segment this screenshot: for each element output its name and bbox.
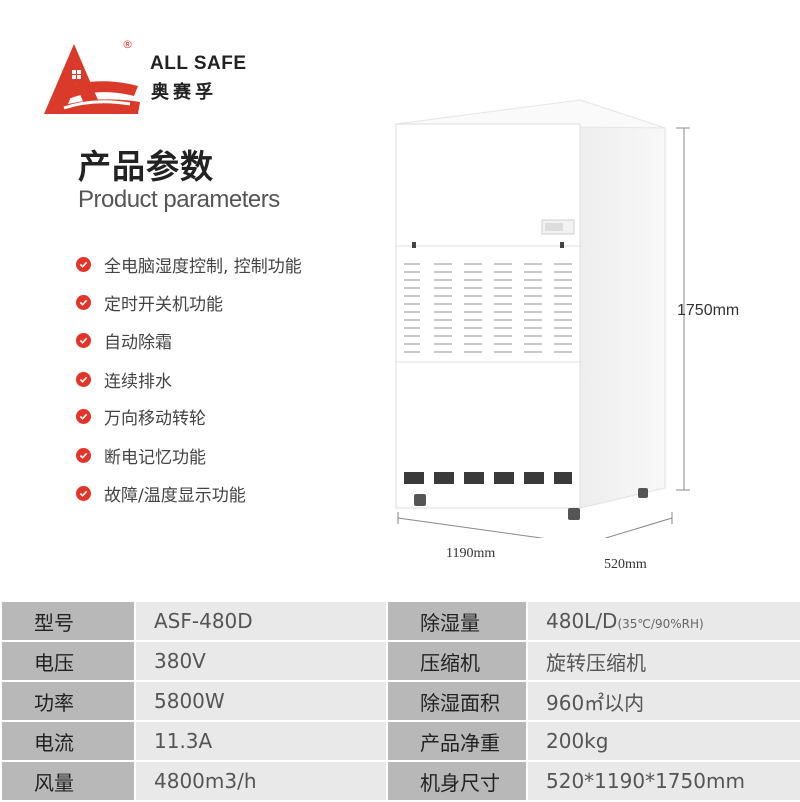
spec-value-note: (35℃/90%RH) <box>617 617 704 631</box>
spec-value-text: 480L/D <box>546 609 618 633</box>
spec-label: 除湿面积 <box>386 680 528 722</box>
spec-label: 风量 <box>0 760 136 802</box>
check-icon <box>76 256 91 272</box>
spec-value-text: 5800W <box>154 689 225 713</box>
spec-value-text: 380V <box>154 649 206 673</box>
feature-item: 万向移动转轮 <box>76 404 206 429</box>
table-row: 电流 11.3A 产品净重 200kg <box>0 720 800 762</box>
spec-value-text: 旋转压缩机 <box>546 650 646 675</box>
spec-label: 功率 <box>0 680 136 722</box>
feature-label: 故障/温度显示功能 <box>104 485 246 506</box>
feature-label: 全电脑湿度控制, 控制功能 <box>104 256 302 277</box>
spec-value-text: 200kg <box>546 729 609 753</box>
check-icon <box>76 294 91 310</box>
page-title-en: Product parameters <box>78 186 280 213</box>
spec-value-text: 4800m3/h <box>154 769 257 793</box>
brand-name-en: ALL SAFE <box>150 53 247 74</box>
feature-item: 定时开关机功能 <box>76 290 223 315</box>
spec-label: 电流 <box>0 720 136 762</box>
check-icon <box>76 485 91 501</box>
feature-label: 自动除霜 <box>104 332 172 353</box>
spec-value-text: 960㎡以内 <box>546 690 645 715</box>
check-icon <box>76 408 91 424</box>
spec-value: 旋转压缩机 <box>526 640 800 682</box>
spec-value: 5800W <box>134 680 388 722</box>
feature-item: 全电脑湿度控制, 控制功能 <box>76 252 302 277</box>
table-row: 风量 4800m3/h 机身尺寸 520*1190*1750mm <box>0 760 800 802</box>
feature-item: 自动除霜 <box>76 328 172 353</box>
brand-name-cn: 奥赛孚 <box>151 82 217 103</box>
dimension-depth-label: 520mm <box>604 557 647 572</box>
spec-value: 11.3A <box>134 720 388 762</box>
spec-value: 200kg <box>526 720 800 762</box>
spec-value: 380V <box>134 640 388 682</box>
spec-label: 产品净重 <box>386 720 528 762</box>
table-row: 功率 5800W 除湿面积 960㎡以内 <box>0 680 800 722</box>
spec-value: ASF-480D <box>134 600 388 642</box>
spec-value-text: ASF-480D <box>154 609 253 633</box>
spec-label: 除湿量 <box>386 600 528 642</box>
spec-label: 型号 <box>0 600 136 642</box>
feature-item: 连续排水 <box>76 367 172 392</box>
spec-label: 电压 <box>0 640 136 682</box>
check-icon <box>76 371 91 387</box>
spec-table: 型号 ASF-480D 除湿量 480L/D(35℃/90%RH) 电压 380… <box>0 600 800 802</box>
spec-value-text: 520*1190*1750mm <box>546 769 745 793</box>
feature-label: 万向移动转轮 <box>104 408 206 429</box>
spec-value: 520*1190*1750mm <box>526 760 800 802</box>
feature-item: 故障/温度显示功能 <box>76 481 246 506</box>
registered-mark: ® <box>122 38 133 51</box>
table-row: 型号 ASF-480D 除湿量 480L/D(35℃/90%RH) <box>0 600 800 642</box>
check-icon <box>76 332 91 348</box>
feature-label: 断电记忆功能 <box>104 447 206 468</box>
table-row: 电压 380V 压缩机 旋转压缩机 <box>0 640 800 682</box>
spec-value: 960㎡以内 <box>526 680 800 722</box>
dehumidifier-illustration <box>395 99 690 538</box>
spec-label: 机身尺寸 <box>386 760 528 802</box>
dimension-width-label: 1190mm <box>446 546 496 561</box>
feature-item: 断电记忆功能 <box>76 443 206 468</box>
spec-value: 4800m3/h <box>134 760 388 802</box>
spec-value: 480L/D(35℃/90%RH) <box>526 600 800 642</box>
brand-logo-icon <box>44 44 140 114</box>
feature-label: 定时开关机功能 <box>104 294 223 315</box>
feature-label: 连续排水 <box>104 371 172 392</box>
dimension-height-label: 1750mm <box>677 302 740 319</box>
page-title-cn: 产品参数 <box>78 147 214 186</box>
spec-value-text: 11.3A <box>154 729 213 753</box>
spec-label: 压缩机 <box>386 640 528 682</box>
check-icon <box>76 447 91 463</box>
